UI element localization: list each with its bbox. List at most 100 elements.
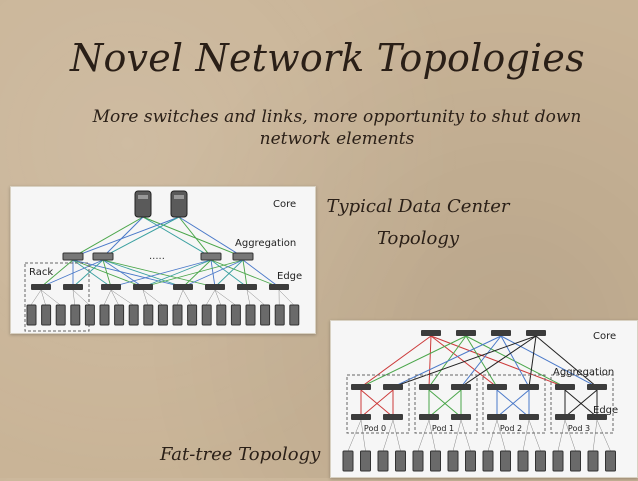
core-agg-link	[529, 336, 536, 387]
server-link	[183, 290, 192, 305]
dc-topology-panel: Core Aggregation Edge Rack .....	[10, 186, 316, 334]
agg-edge-link	[73, 260, 111, 287]
core-agg-link	[103, 217, 179, 257]
server-icon	[431, 451, 441, 471]
rack-label: Rack	[29, 267, 53, 278]
edge-switch-icon	[63, 284, 83, 290]
slide-title: Novel Network Topologies	[70, 36, 630, 80]
server-icon	[27, 305, 36, 325]
server-link	[143, 290, 162, 305]
server-link	[41, 290, 46, 305]
edge-switch-icon	[451, 414, 471, 420]
core-router-panel	[138, 195, 148, 199]
aggregation-switch-icon	[587, 384, 607, 390]
server-icon	[501, 451, 511, 471]
aggregation-switch-icon	[93, 253, 113, 260]
server-icon	[71, 305, 80, 325]
server-icon	[246, 305, 255, 325]
edge-switch-icon	[351, 414, 371, 420]
core-switch-icon	[526, 330, 546, 336]
server-icon	[343, 451, 353, 471]
server-icon	[188, 305, 197, 325]
core-router-panel	[174, 195, 184, 199]
server-link	[104, 290, 111, 305]
server-link	[597, 420, 611, 451]
server-link	[41, 290, 60, 305]
server-link	[593, 420, 597, 451]
aggregation-switch-icon	[351, 384, 371, 390]
server-icon	[518, 451, 528, 471]
server-link	[461, 420, 471, 451]
server-icon	[173, 305, 182, 325]
server-icon	[553, 451, 563, 471]
server-icon	[115, 305, 124, 325]
fat-tree-panel: Pod 0 Pod 1 Pod 2 Pod 3 Core Aggregation Ed…	[330, 320, 638, 478]
agg-edge-link	[143, 260, 211, 287]
server-icon	[571, 451, 581, 471]
server-link	[206, 290, 215, 305]
ft-core-label: Core	[593, 331, 616, 342]
aggregation-switch-icon	[451, 384, 471, 390]
server-link	[393, 420, 401, 451]
server-icon	[231, 305, 240, 325]
core-agg-link	[73, 217, 143, 257]
server-link	[488, 420, 497, 451]
aggregation-switch-icon	[555, 384, 575, 390]
aggregation-switch-icon	[233, 253, 253, 260]
core-router-icon	[135, 191, 151, 217]
fat-tree-caption: Fat-tree Topology	[160, 444, 330, 465]
edge-switch-icon	[419, 414, 439, 420]
edge-switch-icon	[487, 414, 507, 420]
aggregation-switch-icon	[201, 253, 221, 260]
server-icon	[466, 451, 476, 471]
core-agg-link	[179, 217, 211, 257]
core-switch-icon	[491, 330, 511, 336]
core-router-icon	[171, 191, 187, 217]
server-icon	[42, 305, 51, 325]
server-icon	[202, 305, 211, 325]
pod-label: Pod 2	[500, 424, 522, 433]
edge-label: Edge	[277, 271, 302, 282]
core-label: Core	[273, 199, 296, 210]
server-icon	[413, 451, 423, 471]
server-icon	[483, 451, 493, 471]
server-icon	[56, 305, 65, 325]
edge-switch-icon	[555, 414, 575, 420]
aggregation-switch-icon	[519, 384, 539, 390]
server-link	[529, 420, 541, 451]
aggregation-switch-icon	[419, 384, 439, 390]
server-icon	[261, 305, 270, 325]
server-link	[523, 420, 529, 451]
ft-aggregation-label: Aggregation	[553, 367, 614, 378]
server-icon	[100, 305, 109, 325]
agg-edge-link	[111, 260, 211, 287]
agg-edge-link	[243, 260, 279, 287]
core-agg-link	[179, 217, 243, 257]
server-icon	[448, 451, 458, 471]
server-link	[111, 290, 119, 305]
aggregation-switch-icon	[383, 384, 403, 390]
server-link	[558, 420, 565, 451]
core-agg-link	[361, 336, 431, 387]
server-icon	[85, 305, 94, 325]
edge-switch-icon	[383, 414, 403, 420]
pod-label: Pod 0	[364, 424, 386, 433]
core-switch-icon	[456, 330, 476, 336]
server-icon	[606, 451, 616, 471]
ft-edge-label: Edge	[593, 405, 618, 416]
pod-label: Pod 1	[432, 424, 454, 433]
aggregation-label: Aggregation	[235, 238, 296, 249]
server-icon	[275, 305, 284, 325]
slide-subtitle: More switches and links, more opportunit…	[82, 106, 592, 150]
core-switch-icon	[421, 330, 441, 336]
server-icon	[361, 451, 371, 471]
server-icon	[290, 305, 299, 325]
pod-label: Pod 3	[568, 424, 590, 433]
edge-switch-icon	[31, 284, 51, 290]
server-link	[177, 290, 183, 305]
server-icon	[158, 305, 167, 325]
server-icon	[396, 451, 406, 471]
agg-edge-link	[103, 260, 183, 287]
edge-switch-icon	[173, 284, 193, 290]
server-link	[348, 420, 361, 451]
